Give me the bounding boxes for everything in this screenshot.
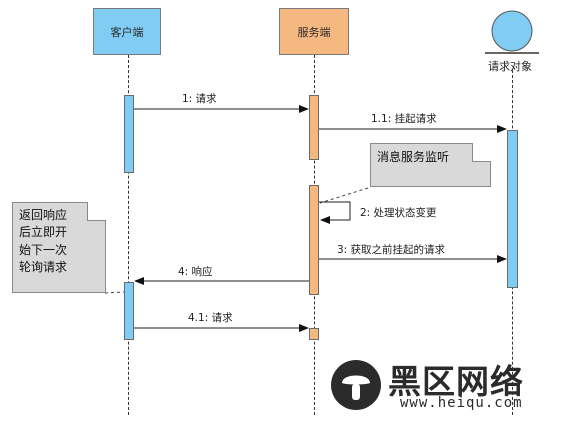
server-activation-2 [309,185,319,295]
client-note-fold [87,202,106,221]
client-lifeline [128,55,129,415]
watermark-title: 黑区网络 [388,362,524,401]
server-note-text: 消息服务监听 [377,150,450,164]
message-m3-label: 3: 获取之前挂起的请求 [337,244,446,256]
client-note-line-1: 返回响应 [19,208,68,222]
server-note: 消息服务监听 [370,143,491,187]
server-participant-label: 服务端 [297,25,331,39]
arrow-m2 [319,201,351,224]
client-note-connector [104,291,125,294]
message-m1-1-label: 1.1: 挂起请求 [371,113,437,125]
server-activation-1 [309,95,319,160]
message-m4-1-label: 4.1: 请求 [188,312,233,324]
mushroom-logo-icon [331,360,381,410]
watermark: 黑区网络 www.heiqu.com [330,355,555,415]
request-object-entity-icon [485,10,539,54]
message-m2-label: 2: 处理状态变更 [360,207,437,219]
note-connector [319,187,369,204]
watermark-url: www.heiqu.com [400,395,523,411]
server-participant-box: 服务端 [279,8,349,55]
message-m4-label: 4: 响应 [178,266,213,278]
client-participant-box: 客户端 [93,8,161,55]
client-activation-2 [124,282,134,340]
client-note: 返回响应 后立即开 始下一次 轮询请求 [12,202,106,293]
client-note-line-2: 后立即开 [19,225,68,240]
client-note-line-3: 始下一次 [19,242,68,257]
server-note-fold [472,143,491,162]
message-m1-label: 1: 请求 [182,93,217,105]
client-note-line-4: 轮询请求 [19,260,68,275]
request-object-activation [507,130,518,288]
server-activation-3 [309,328,319,340]
client-activation-1 [124,95,134,173]
client-participant-label: 客户端 [110,25,144,39]
request-object-label: 请求对象 [488,60,532,73]
